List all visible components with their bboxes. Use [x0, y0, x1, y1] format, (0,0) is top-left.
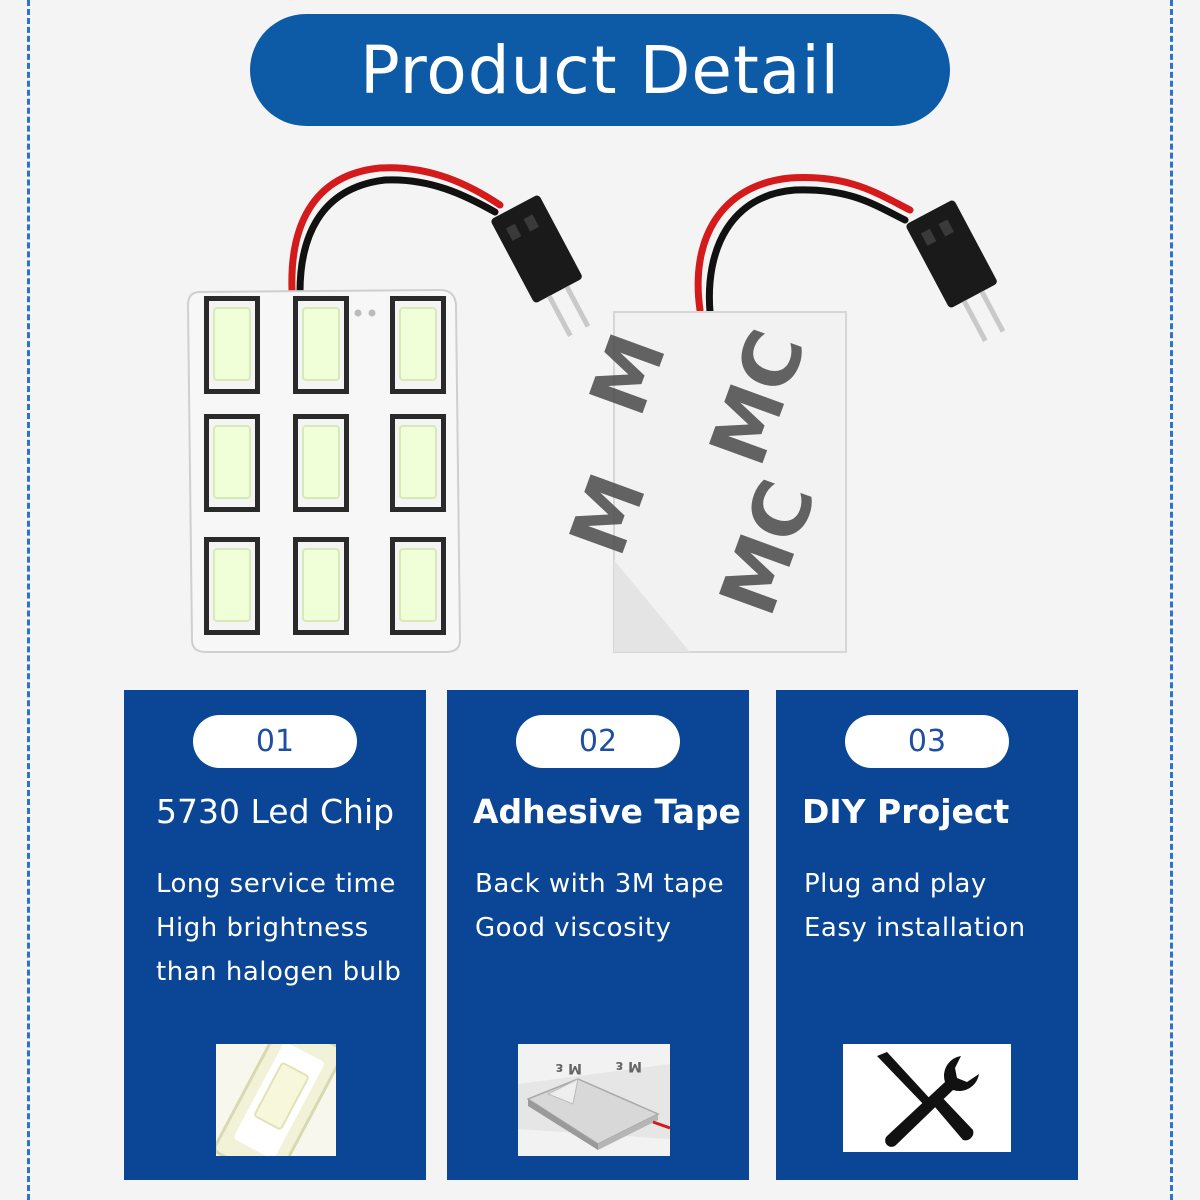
svg-text:M ε: M ε	[555, 1060, 582, 1076]
adhesive-tape-thumbnail: M ε M ε	[518, 1044, 670, 1156]
feature-line: High brightness	[156, 913, 369, 943]
led-chip	[293, 414, 349, 512]
led-chip-thumbnail	[216, 1044, 336, 1156]
led-board-connector	[491, 195, 591, 337]
feature-description: Long service time High brightness than h…	[156, 862, 426, 994]
feature-description: Back with 3M tape Good viscosity	[475, 862, 745, 950]
led-chip	[293, 296, 349, 394]
led-chip	[204, 296, 260, 394]
feature-line: Back with 3M tape	[475, 869, 725, 899]
feature-number-badge: 02	[516, 715, 680, 768]
tape-board-connector	[906, 200, 1006, 342]
led-chip	[390, 296, 446, 394]
right-dashed-border	[1170, 0, 1173, 1200]
led-board	[186, 288, 462, 653]
adhesive-tape-board: M MC M MC	[553, 311, 847, 653]
led-chip	[390, 537, 446, 635]
title-banner: Product Detail	[250, 14, 950, 126]
feature-title: Adhesive Tape	[473, 792, 741, 831]
tape-board-wires	[694, 174, 914, 316]
feature-card-adhesive-tape: 02 Adhesive Tape Back with 3M tape Good …	[447, 690, 749, 1180]
feature-line: Long service time	[156, 869, 396, 899]
led-chip	[293, 537, 349, 635]
feature-title: 5730 Led Chip	[156, 792, 395, 831]
feature-line: Plug and play	[804, 869, 987, 899]
feature-line: Easy installation	[804, 913, 1026, 943]
left-dashed-border	[27, 0, 30, 1200]
led-chip	[204, 414, 260, 512]
feature-number-badge: 01	[193, 715, 357, 768]
page-title: Product Detail	[360, 31, 840, 109]
feature-card-led-chip: 01 5730 Led Chip Long service time High …	[124, 690, 426, 1180]
feature-description: Plug and play Easy installation	[804, 862, 1074, 950]
feature-card-diy-project: 03 DIY Project Plug and play Easy instal…	[776, 690, 1078, 1180]
led-board-wires	[288, 164, 504, 296]
feature-number-badge: 03	[845, 715, 1009, 768]
led-chip	[204, 537, 260, 635]
product-image: M MC M MC	[186, 164, 1006, 653]
tools-icon	[843, 1044, 1011, 1152]
feature-title: DIY Project	[802, 792, 1010, 831]
feature-line: Good viscosity	[475, 913, 672, 943]
svg-text:M ε: M ε	[615, 1058, 642, 1074]
feature-line: than halogen bulb	[156, 957, 402, 987]
led-chip	[390, 414, 446, 512]
